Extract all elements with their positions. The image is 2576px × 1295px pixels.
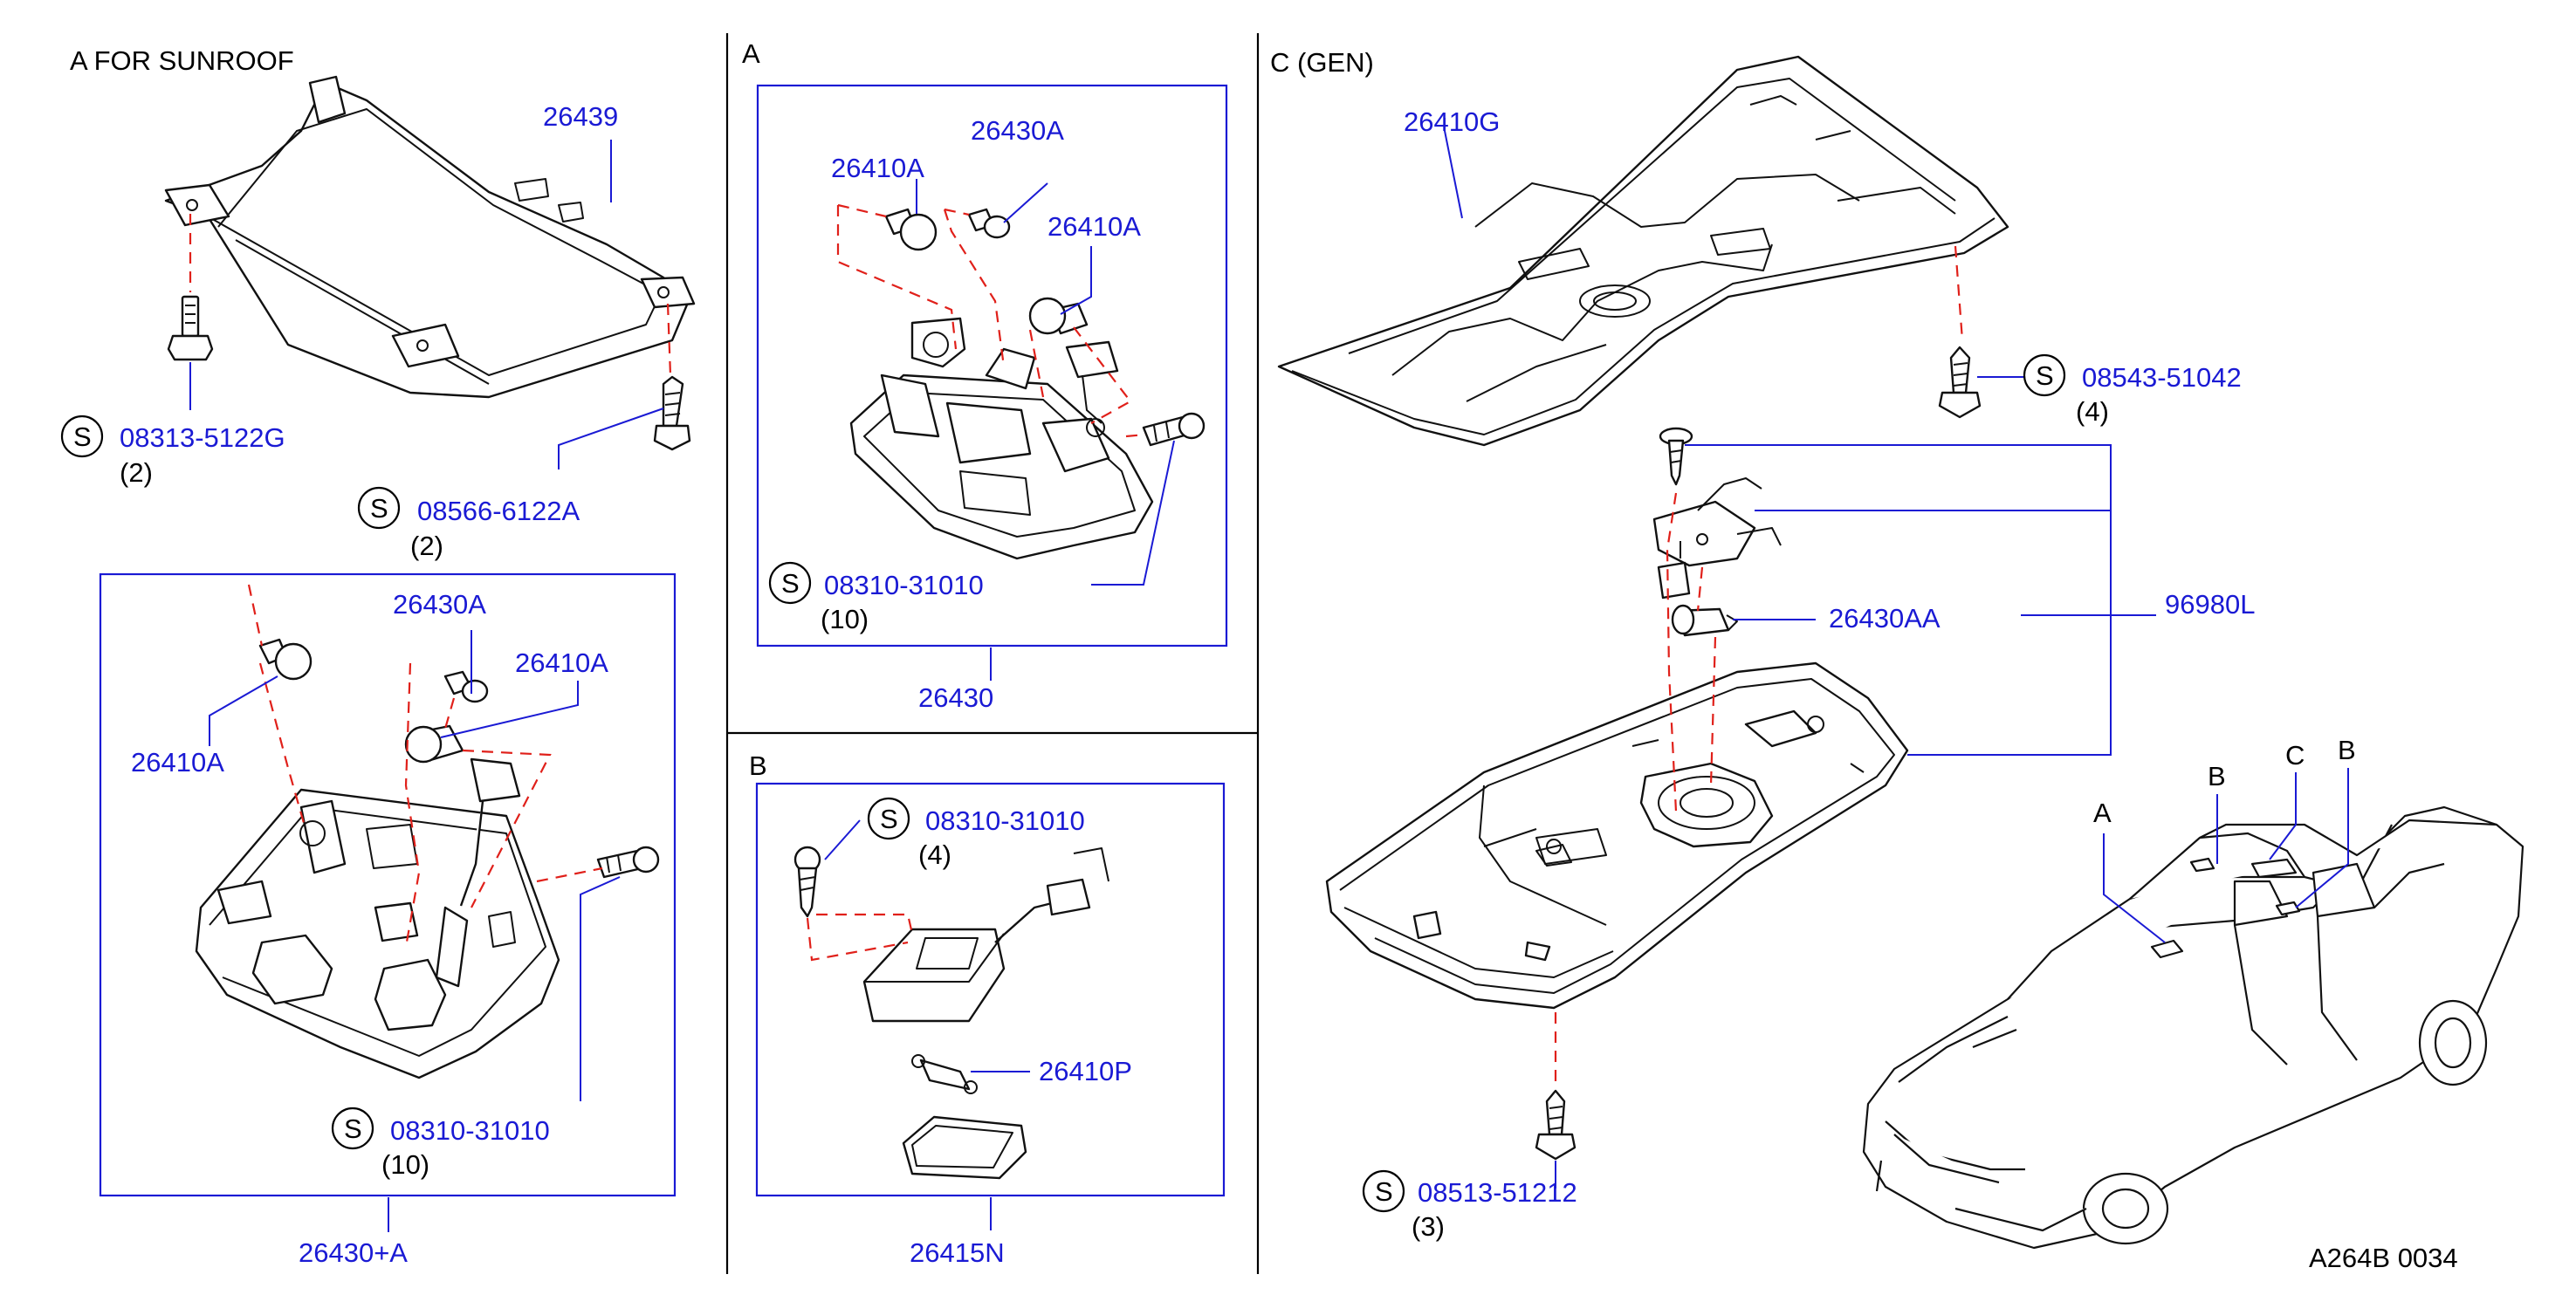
- label-96980L: 96980L: [2165, 589, 2255, 620]
- dome-lamp-housing-drawing: [1325, 661, 1909, 1010]
- s-mark-08310-b: S: [867, 797, 910, 840]
- label-26430: 26430: [918, 682, 993, 713]
- s-mark-08566: S: [357, 486, 401, 530]
- screw-08310-b-drawing: [793, 846, 821, 918]
- qty-08310-left: (10): [381, 1149, 429, 1180]
- label-26430plusA: 26430+A: [299, 1237, 408, 1268]
- wire-harness-drawing: [1652, 477, 1782, 600]
- screw-08310-left-drawing: [596, 846, 660, 879]
- map-lamp-middle-drawing: [849, 317, 1154, 560]
- label-08310-31010-left: 08310-31010: [390, 1115, 550, 1146]
- screw-08566-drawing: [653, 375, 691, 451]
- s-mark-08313: S: [60, 415, 104, 458]
- drawing-code: A264B 0034: [2309, 1243, 2458, 1273]
- headliner-trim-26410G-drawing: [1277, 55, 2009, 447]
- qty-08313: (2): [120, 457, 153, 488]
- label-26430A-a: 26430A: [971, 115, 1064, 146]
- svg-text:S: S: [1375, 1176, 1393, 1207]
- car-label-c: C: [2285, 740, 2305, 771]
- label-26410P: 26410P: [1039, 1056, 1132, 1086]
- label-08310-31010-b: 08310-31010: [925, 805, 1085, 836]
- courtesy-lamp-drawing: [862, 847, 1109, 1023]
- s-mark-08310-left: S: [331, 1107, 374, 1150]
- svg-text:S: S: [2036, 360, 2054, 391]
- screw-08543-drawing: [1938, 346, 1982, 419]
- box-26415N: [755, 782, 1226, 1197]
- qty-08513: (3): [1412, 1211, 1445, 1242]
- bulb-26430A-left-drawing: [443, 670, 489, 703]
- label-26410A-a2: 26410A: [1048, 211, 1141, 242]
- svg-text:S: S: [781, 568, 800, 599]
- label-08543-51042: 08543-51042: [2082, 362, 2242, 393]
- bulb-26410A-a1-drawing: [884, 208, 938, 251]
- label-08566-6122A: 08566-6122A: [417, 496, 580, 526]
- box-26430: [756, 84, 1228, 648]
- s-mark-08310-a: S: [768, 561, 812, 605]
- bulb-26410A-left-mid-drawing: [404, 724, 464, 764]
- label-26410G: 26410G: [1404, 106, 1500, 137]
- svg-text:S: S: [880, 804, 898, 834]
- label-26410A-left-mid: 26410A: [515, 648, 608, 678]
- bulb-26410A-left-drawing: [258, 638, 313, 681]
- section-title-a: A: [742, 38, 760, 69]
- qty-08310-b: (4): [918, 839, 951, 870]
- s-mark-08543: S: [2023, 353, 2066, 397]
- car-label-b2: B: [2338, 735, 2356, 765]
- label-26430AA: 26430AA: [1829, 603, 1941, 634]
- label-26415N: 26415N: [910, 1237, 1005, 1268]
- svg-text:S: S: [344, 1113, 362, 1144]
- section-title-a-sunroof: A FOR SUNROOF: [70, 45, 294, 76]
- qty-08543: (4): [2076, 396, 2109, 427]
- screw-08310-a-drawing: [1142, 412, 1206, 447]
- section-title-c: C (GEN): [1270, 47, 1374, 78]
- lens-26415N-drawing: [902, 1115, 1027, 1180]
- sunroof-bracket-drawing: [164, 75, 696, 399]
- label-08513-51212: 08513-51212: [1418, 1177, 1577, 1208]
- label-26430A-left: 26430A: [393, 589, 486, 620]
- car-label-b1: B: [2208, 761, 2226, 791]
- bulb-26410A-a2-drawing: [1028, 297, 1089, 335]
- bulb-26430AA-drawing: [1671, 604, 1738, 637]
- bulb-26430A-a-drawing: [967, 208, 1011, 239]
- qty-08310-a: (10): [821, 604, 869, 634]
- bulb-26410P-drawing: [911, 1054, 978, 1094]
- s-mark-08513: S: [1362, 1169, 1405, 1213]
- label-26410A-a1: 26410A: [831, 153, 924, 183]
- qty-08566: (2): [410, 531, 443, 561]
- car-label-a: A: [2093, 798, 2112, 828]
- label-08310-31010-a: 08310-31010: [824, 570, 984, 600]
- svg-text:S: S: [73, 421, 92, 452]
- screw-top-c-drawing: [1659, 427, 1693, 486]
- section-title-b: B: [749, 750, 767, 781]
- map-lamp-left-drawing: [195, 757, 560, 1079]
- box-26430plusA: [99, 572, 677, 1197]
- car-illustration: [1862, 805, 2524, 1250]
- screw-08513-drawing: [1535, 1089, 1577, 1161]
- bolt-08313-drawing: [167, 295, 214, 361]
- svg-text:S: S: [370, 493, 388, 524]
- label-26410A-left-top: 26410A: [131, 747, 224, 778]
- label-26439: 26439: [543, 101, 618, 132]
- label-08313-5122G: 08313-5122G: [120, 422, 285, 453]
